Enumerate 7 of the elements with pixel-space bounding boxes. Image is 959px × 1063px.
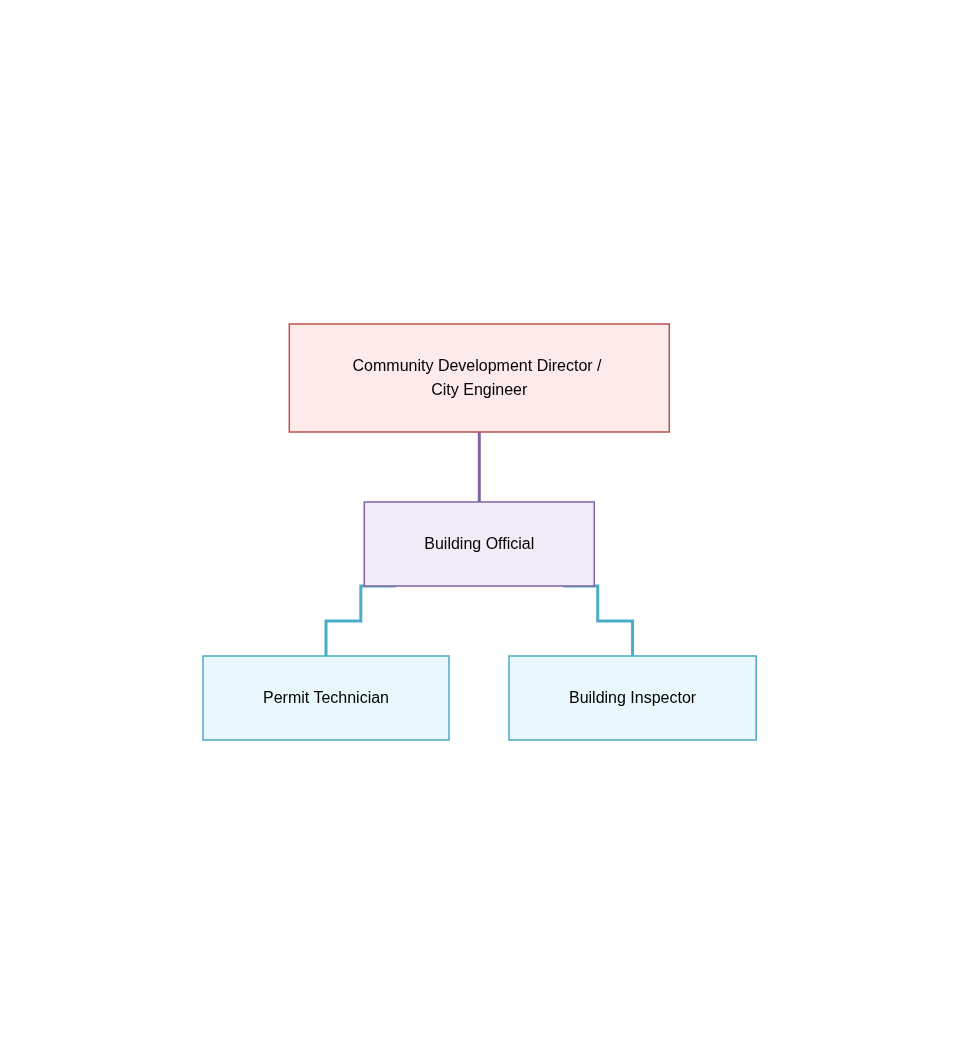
node-box: Building Inspector xyxy=(508,654,757,741)
connector xyxy=(562,584,634,657)
node-box: Building Official xyxy=(363,500,595,587)
node-box: Permit Technician xyxy=(202,654,450,741)
connector xyxy=(324,584,396,657)
node-box: Community Development Director / City Engineer xyxy=(288,322,670,433)
connector xyxy=(477,430,481,503)
